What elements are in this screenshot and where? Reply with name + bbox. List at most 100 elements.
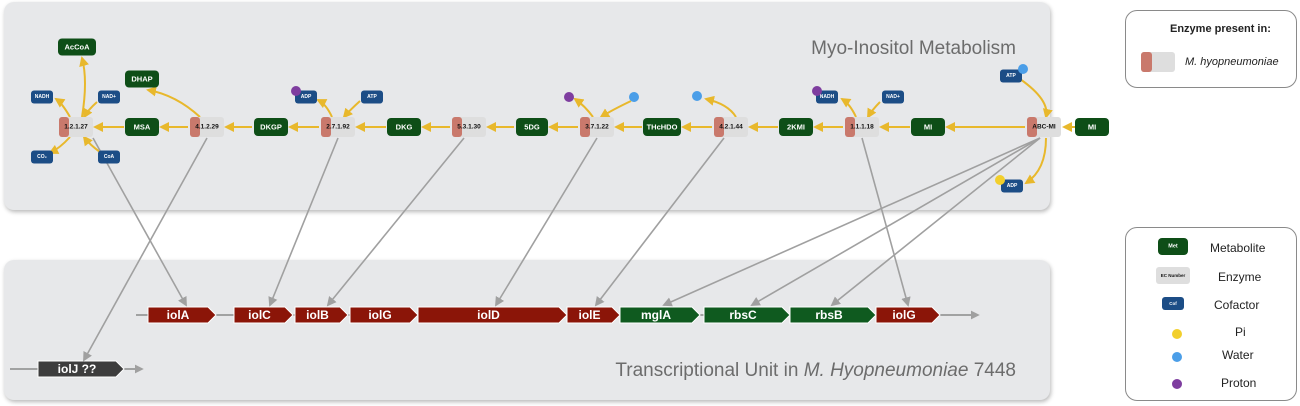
enzyme-presence-mark bbox=[580, 117, 590, 137]
metabolite-label: MSA bbox=[134, 123, 151, 132]
metabolite-mi_ext: MI bbox=[1075, 118, 1109, 136]
reaction-branch-arrow bbox=[599, 100, 632, 119]
gene-label: iolD bbox=[477, 308, 500, 322]
metabolite-label: 5DG bbox=[524, 123, 540, 132]
reaction-branch-arrow bbox=[316, 99, 333, 118]
reaction-branch-arrow bbox=[867, 101, 881, 119]
gene-iole: iolE bbox=[566, 306, 621, 324]
cofactor-adp1: ADP bbox=[1001, 179, 1023, 193]
species-legend-swatch bbox=[1141, 52, 1175, 72]
gene-label: iolE bbox=[578, 308, 600, 322]
gene-rbsc: rbsC bbox=[703, 306, 791, 324]
gene-arrow bbox=[417, 306, 568, 324]
species-legend-label: M. hyopneumoniae bbox=[1185, 56, 1279, 68]
metabolite-msa: MSA bbox=[125, 118, 159, 136]
cofactor-co2: CO₂ bbox=[31, 150, 53, 164]
enzyme-gene-link bbox=[750, 137, 1041, 306]
gene-label: rbsC bbox=[729, 308, 757, 322]
unit-title-strain: 7448 bbox=[968, 360, 1016, 381]
metabolite-box bbox=[779, 118, 813, 136]
metabolite-box bbox=[643, 118, 681, 136]
legend-cofactor-icon: Cof bbox=[1162, 297, 1184, 310]
metabolite-box bbox=[125, 70, 159, 88]
enzyme-e111: 1.1.1.18 bbox=[845, 117, 879, 137]
cofactor-box bbox=[882, 90, 904, 104]
cofactor-label: NAD+ bbox=[102, 94, 116, 100]
enzyme-presence-mark bbox=[845, 117, 855, 137]
metabolite-mi: MI bbox=[911, 118, 945, 136]
gene-label: iolG bbox=[368, 308, 391, 322]
enzyme-presence-mark bbox=[1027, 117, 1037, 137]
gene-iolg2: iolG bbox=[875, 306, 941, 324]
gene-arrow bbox=[147, 306, 217, 324]
reaction-branch-arrow bbox=[840, 97, 857, 118]
enzyme-gene-link bbox=[662, 137, 1041, 307]
gene-rbsb: rbsB bbox=[789, 306, 877, 324]
metabolite-label: DHAP bbox=[131, 75, 152, 84]
water-dot bbox=[629, 92, 639, 102]
enzyme-e1227: 1.2.1.27 bbox=[59, 117, 93, 137]
gene-arrow bbox=[875, 306, 941, 324]
enzyme-presence-mark bbox=[452, 117, 462, 137]
enzyme-label: 3.7.1.22 bbox=[585, 124, 609, 131]
cofactor-adp2: ADP bbox=[295, 90, 317, 104]
metabolite-label: DKGP bbox=[260, 123, 282, 132]
gene-arrow bbox=[349, 306, 419, 324]
metabolite-accoa: AcCoA bbox=[58, 38, 96, 56]
enzyme-gene-link bbox=[861, 137, 911, 307]
enzyme-presence-mark bbox=[321, 117, 331, 137]
gene-mgla: mglA bbox=[619, 306, 701, 324]
enzyme-gene-link bbox=[326, 137, 465, 307]
cofactor-label: NADH bbox=[35, 94, 50, 100]
metabolite-box bbox=[911, 118, 945, 136]
species-name: M. hyopneumoniae bbox=[1185, 56, 1279, 68]
cofactor-swatch-label: Cof bbox=[1169, 301, 1177, 306]
metabolite-2kmi: 2KMI bbox=[779, 118, 813, 136]
enzyme-label: 2.7.1.92 bbox=[326, 124, 350, 131]
enzyme-gene-link bbox=[830, 137, 1041, 307]
cofactor-label: ADP bbox=[301, 94, 312, 100]
enzyme-label: 1.1.1.18 bbox=[850, 124, 874, 131]
cofactor-box bbox=[1001, 179, 1023, 193]
cofactor-label: ATP bbox=[1006, 73, 1016, 79]
cofactor-coa: CoA bbox=[98, 150, 120, 164]
cofactor-swatch bbox=[1162, 297, 1184, 310]
cofactor-label: CoA bbox=[104, 154, 115, 160]
cofactor-box bbox=[361, 90, 383, 104]
gene-iolc: iolC bbox=[233, 306, 294, 324]
legend-metabolite-label: Metabolite bbox=[1210, 241, 1266, 255]
metabolite-label: MI bbox=[1088, 123, 1096, 132]
legend-metabolite-icon: Met bbox=[1158, 238, 1188, 255]
reaction-branch-arrow bbox=[573, 97, 594, 118]
enzyme-e3722: 3.7.1.22 bbox=[580, 117, 614, 137]
pi-dot bbox=[995, 175, 1005, 185]
legend-pi-dot bbox=[1172, 329, 1182, 339]
proton-dot bbox=[812, 86, 822, 96]
enzyme-swatch bbox=[1156, 267, 1190, 284]
gene-label: iolA bbox=[167, 308, 190, 322]
reaction-branch-arrow bbox=[1019, 78, 1053, 119]
reaction-branch-arrow bbox=[704, 95, 737, 118]
enzyme-label: 4.2.1.44 bbox=[719, 124, 743, 131]
metabolite-label: AcCoA bbox=[64, 43, 90, 52]
proton-dot bbox=[564, 92, 574, 102]
cofactor-box bbox=[98, 150, 120, 164]
metabolite-swatch-label: Met bbox=[1168, 244, 1178, 250]
cofactor-nadh1: NADH bbox=[816, 90, 838, 104]
metabolite-label: DKG bbox=[396, 123, 413, 132]
pathway-title: Myo-Inositol Metabolism bbox=[811, 38, 1016, 59]
metabolite-box bbox=[125, 118, 159, 136]
species-legend bbox=[1125, 10, 1297, 88]
gene-arrow bbox=[566, 306, 621, 324]
cofactor-label: NADH bbox=[820, 94, 835, 100]
reaction-branch-arrow bbox=[1024, 137, 1047, 185]
enzyme-gene-link bbox=[594, 137, 725, 307]
cofactor-box bbox=[98, 90, 120, 104]
cofactor-nadh2: NADH bbox=[31, 90, 53, 104]
gene-label: mglA bbox=[641, 308, 671, 322]
enzyme-gene-link bbox=[92, 137, 187, 307]
node-type-legend bbox=[1125, 227, 1297, 401]
gene-iolb: iolB bbox=[294, 306, 349, 324]
metabolite-box bbox=[516, 118, 548, 136]
